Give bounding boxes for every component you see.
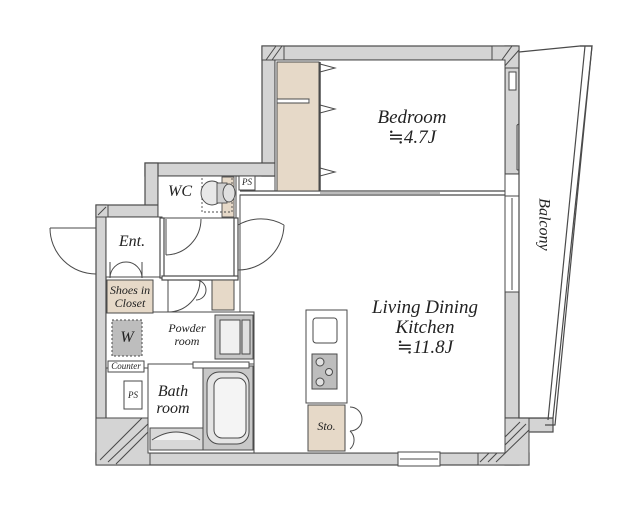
powder-room-line2: room xyxy=(174,333,200,348)
vanity-sink xyxy=(214,314,254,360)
bathtub xyxy=(149,361,254,451)
balcony-outline xyxy=(518,45,593,426)
washer-space xyxy=(111,319,143,357)
storage-name: Sto. xyxy=(317,419,336,433)
wc-ps-box xyxy=(238,175,256,191)
bath-ps-box xyxy=(123,380,143,410)
wc-name: WC xyxy=(168,183,192,200)
balcony-name: Balcony xyxy=(535,198,553,251)
wc-label: WC xyxy=(162,183,198,201)
bath-ps-name: PS xyxy=(128,390,138,400)
shoes-closet-box xyxy=(106,279,154,314)
washer-name: W xyxy=(120,329,134,346)
ldk-balcony-window xyxy=(504,173,520,293)
bath-ps-label: PS xyxy=(124,390,142,400)
storage-label: Sto. xyxy=(308,420,345,433)
ldk-name-line1: Living Dining xyxy=(371,297,479,318)
powder-room-label: Powder room xyxy=(160,322,214,347)
wc-ps-name: PS xyxy=(242,177,252,187)
wc-ps-label: PS xyxy=(239,177,255,187)
ldk-area xyxy=(239,194,506,454)
bottom-window xyxy=(397,451,441,467)
shoes-closet-label: Shoes in Closet xyxy=(106,284,154,309)
balcony-label: Balcony xyxy=(535,189,552,259)
ldk-area: ≒11.8J xyxy=(396,336,454,358)
bath-room-line1: Bath xyxy=(157,383,189,400)
shoes-closet-line1: Shoes in xyxy=(109,283,151,297)
bedroom-closet xyxy=(276,61,337,192)
bath-room-label: Bath room xyxy=(150,383,196,418)
bedroom-area: ≒4.7J xyxy=(387,126,437,148)
kitchen-counter xyxy=(305,309,348,404)
bath-room-line2: room xyxy=(156,399,190,417)
counter-box xyxy=(107,360,145,373)
ldk-label: Living Dining Kitchen ≒11.8J xyxy=(355,298,495,358)
entrance-area xyxy=(105,216,163,278)
bedroom-name: Bedroom xyxy=(377,107,447,128)
entrance-label: Ent. xyxy=(110,233,154,251)
shoes-closet-line2: Closet xyxy=(114,295,146,310)
ldk-name-line2: Kitchen xyxy=(395,316,455,338)
powder-room-line1: Powder xyxy=(168,321,206,335)
washer-label: W xyxy=(112,329,142,347)
counter-label: Counter xyxy=(108,361,144,371)
bedroom-label: Bedroom ≒4.7J xyxy=(362,108,462,148)
room-interiors xyxy=(105,59,506,454)
bedroom-ldk-partition xyxy=(240,190,505,196)
entrance-name: Ent. xyxy=(118,233,146,250)
counter-name: Counter xyxy=(111,361,141,371)
hall-storage-box xyxy=(211,279,235,311)
toilet xyxy=(200,175,236,218)
storage-box xyxy=(307,404,346,452)
